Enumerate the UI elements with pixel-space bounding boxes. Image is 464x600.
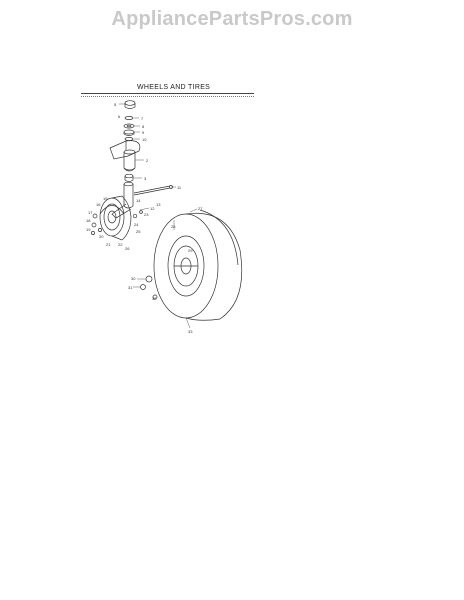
callout-8: 8: [142, 124, 145, 129]
callout-11: 11: [177, 185, 182, 190]
callout-26: 26: [125, 246, 130, 251]
callout-12: 12: [150, 206, 155, 211]
callout-31: 31: [128, 285, 133, 290]
callout-24: 24: [134, 222, 139, 227]
callout-29: 29: [188, 248, 193, 253]
callout-28: 28: [171, 224, 176, 229]
callout-18: 18: [86, 218, 91, 223]
callout-20: 20: [99, 234, 104, 239]
spindle-arm: [109, 140, 141, 172]
front-wheel-hub: [99, 195, 132, 241]
callout-5: 5: [114, 102, 117, 107]
callout-22: 22: [118, 242, 123, 247]
bushing: [124, 173, 134, 182]
callout-7: 7: [141, 116, 144, 121]
callout-2: 2: [146, 158, 149, 163]
callout-25: 25: [136, 229, 141, 234]
leader-lines: [119, 103, 198, 329]
watermark: AppliancePartsPros.com: [111, 8, 353, 30]
callout-27: 27: [198, 206, 203, 211]
callout-33: 33: [188, 329, 193, 334]
spindle-bolt: [133, 185, 173, 196]
callout-6: 6: [118, 114, 121, 119]
hub-hardware: [91, 210, 143, 235]
rear-tire: [153, 209, 243, 321]
callout-14: 14: [136, 198, 141, 203]
title-divider: [81, 93, 254, 97]
callout-15: 15: [103, 196, 108, 201]
callout-3: 3: [144, 176, 147, 181]
dust-cap: [124, 100, 136, 109]
section-title: WHEELS AND TIRES: [137, 84, 211, 91]
washer-stack: [123, 116, 135, 141]
callout-32: 32: [152, 296, 157, 301]
callout-19: 19: [86, 227, 91, 232]
callout-10: 10: [142, 137, 147, 142]
callout-23: 23: [144, 212, 149, 217]
callout-9: 9: [142, 130, 145, 135]
callout-30: 30: [131, 276, 136, 281]
callout-13: 13: [156, 202, 161, 207]
callout-21: 21: [106, 242, 111, 247]
callout-16: 16: [96, 202, 101, 207]
callout-17: 17: [88, 210, 93, 215]
